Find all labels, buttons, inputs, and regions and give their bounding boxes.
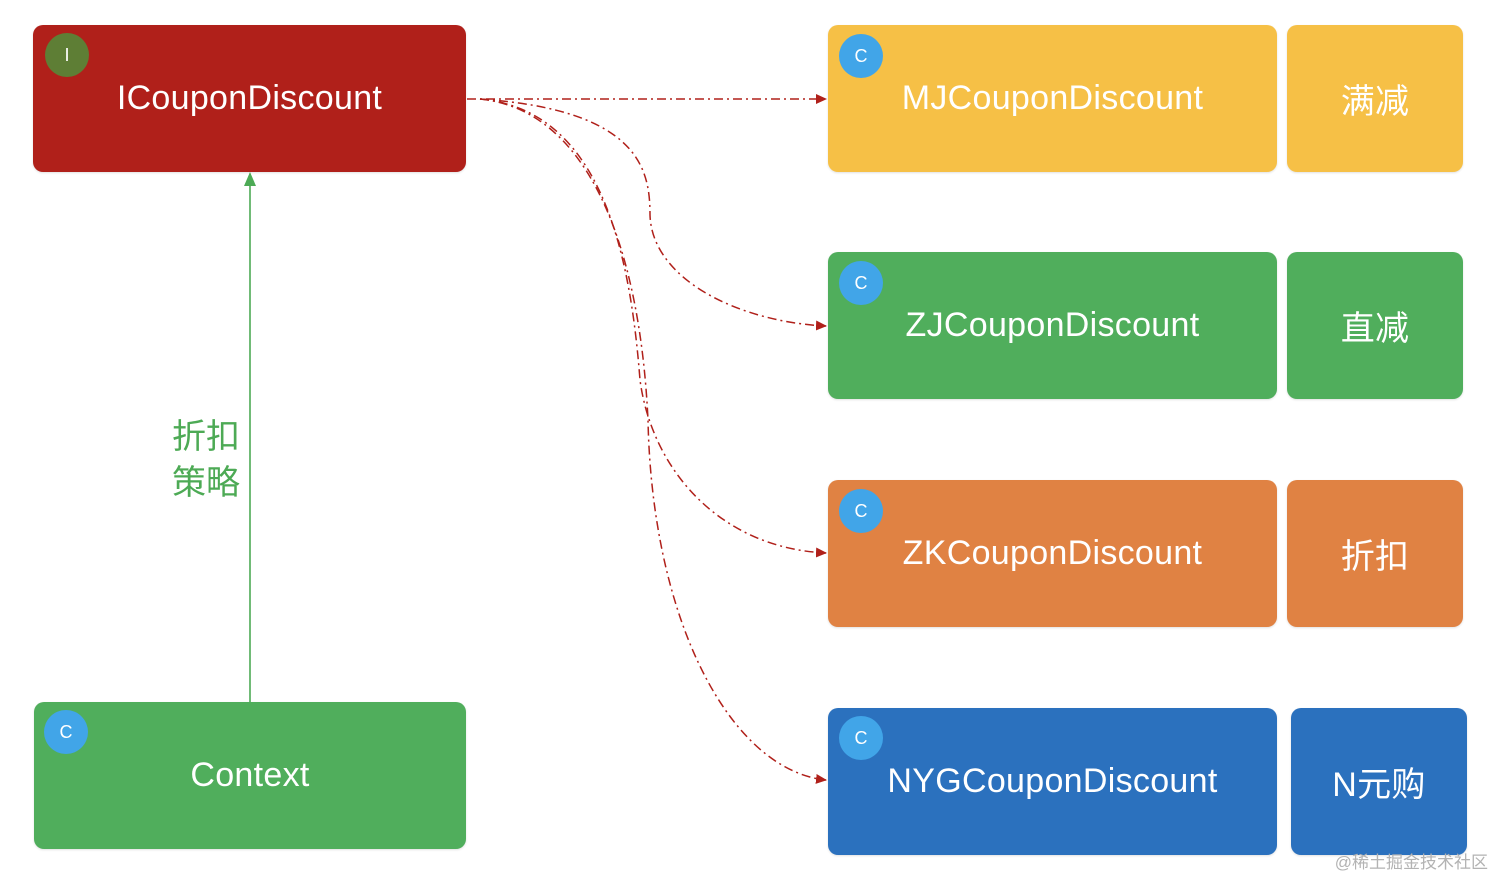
class-box-mjcoupondiscount[interactable]: C MJCouponDiscount — [828, 25, 1277, 172]
dependency-arrow-nyg — [479, 98, 827, 784]
tag-box-zk: 折扣 — [1287, 480, 1463, 627]
tag-label: N元购 — [1332, 766, 1426, 804]
class-box-nygcoupondiscount[interactable]: C NYGCouponDiscount — [828, 708, 1277, 855]
class-badge-icon: C — [839, 716, 883, 760]
class-box-zkcoupondiscount[interactable]: C ZKCouponDiscount — [828, 480, 1277, 627]
tag-label: 折扣 — [1340, 538, 1410, 576]
dependency-arrow-zj — [479, 98, 827, 331]
class-badge-icon: C — [839, 489, 883, 533]
context-box[interactable]: C Context — [34, 702, 466, 849]
class-badge-icon: C — [839, 34, 883, 78]
class-name: ZKCouponDiscount — [902, 534, 1203, 572]
class-badge-icon: C — [839, 261, 883, 305]
tag-box-zj: 直减 — [1287, 252, 1463, 399]
class-name: NYGCouponDiscount — [887, 762, 1218, 800]
tag-label: 满减 — [1340, 83, 1410, 121]
tag-box-mj: 满减 — [1287, 25, 1463, 172]
class-box-zjcoupondiscount[interactable]: C ZJCouponDiscount — [828, 252, 1277, 399]
class-name: ZJCouponDiscount — [905, 306, 1200, 344]
tag-label: 直减 — [1340, 310, 1410, 348]
watermark: @稀土掘金技术社区 — [1334, 853, 1488, 872]
dependency-arrow-zk — [479, 98, 827, 558]
interface-name: ICouponDiscount — [116, 79, 383, 117]
context-arrow-head — [244, 172, 256, 186]
class-name: MJCouponDiscount — [901, 79, 1204, 117]
interface-box-icoupondiscount[interactable]: I ICouponDiscount — [33, 25, 466, 172]
context-name: Context — [190, 756, 310, 794]
tag-box-nyg: N元购 — [1291, 708, 1467, 855]
class-badge-icon: C — [44, 710, 88, 754]
edge-label-strategy: 折扣 策略 — [172, 418, 240, 502]
interface-badge-icon: I — [45, 33, 89, 77]
